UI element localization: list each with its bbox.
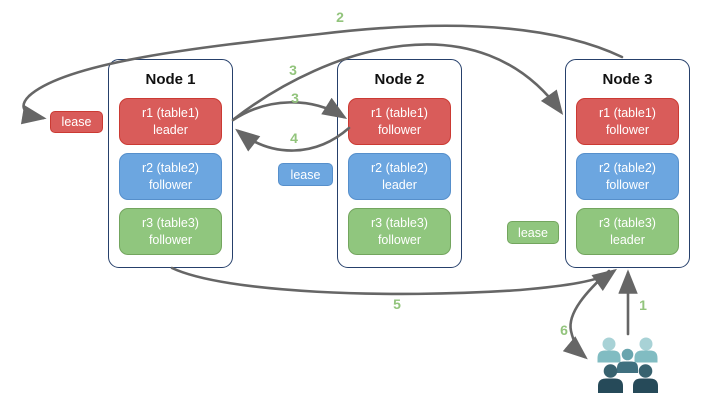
replica-role: follower [377, 122, 422, 137]
arrow-step-3-to-node2 [231, 97, 348, 122]
replica-role: follower [377, 232, 422, 247]
node3-replica-r1: r1 (table1) follower [576, 98, 679, 145]
replica-name: r3 (table3) [371, 216, 428, 231]
replica-name: r2 (table2) [142, 161, 199, 176]
replica-role: follower [148, 177, 193, 192]
replica-name: r1 (table1) [142, 106, 199, 121]
lease-tag-table1: lease [50, 111, 103, 133]
step-label-4: 4 [290, 130, 298, 146]
step-label-5: 5 [393, 296, 401, 312]
users-group-icon [597, 337, 658, 393]
node2-replica-r1: r1 (table1) follower [348, 98, 451, 145]
node-2-title: Node 2 [374, 71, 425, 88]
lease-tag-table3: lease [507, 221, 559, 244]
replica-name: r3 (table3) [142, 216, 199, 231]
replica-role: leader [382, 177, 417, 192]
node2-replica-r3: r3 (table3) follower [348, 208, 451, 255]
replica-name: r1 (table1) [599, 106, 656, 121]
step-label-2: 2 [336, 9, 344, 25]
node-3-title: Node 3 [602, 71, 653, 88]
replica-role: leader [610, 232, 645, 247]
step-label-3a: 3 [289, 62, 297, 78]
replica-role: follower [605, 177, 650, 192]
replica-role: follower [605, 122, 650, 137]
node1-replica-r1: r1 (table1) leader [119, 98, 222, 145]
step-label-6: 6 [560, 322, 568, 338]
node-1-container: Node 1 r1 (table1) leader r2 (table2) fo… [108, 59, 233, 268]
node-3-container: Node 3 r1 (table1) follower r2 (table2) … [565, 59, 690, 268]
node3-replica-r2: r2 (table2) follower [576, 153, 679, 200]
node-1-title: Node 1 [145, 71, 196, 88]
node-2-container: Node 2 r1 (table1) follower r2 (table2) … [337, 59, 462, 268]
replica-name: r2 (table2) [371, 161, 428, 176]
lease-tag-table2: lease [278, 163, 333, 186]
step-label-1: 1 [639, 297, 647, 313]
arrow-step-5 [170, 266, 617, 296]
node1-replica-r2: r2 (table2) follower [119, 153, 222, 200]
replica-name: r2 (table2) [599, 161, 656, 176]
replica-role: follower [148, 232, 193, 247]
replica-name: r3 (table3) [599, 216, 656, 231]
node3-replica-r3: r3 (table3) leader [576, 208, 679, 255]
step-label-3b: 3 [291, 90, 299, 106]
replica-role: leader [153, 122, 188, 137]
replica-name: r1 (table1) [371, 106, 428, 121]
node1-replica-r3: r3 (table3) follower [119, 208, 222, 255]
node2-replica-r2: r2 (table2) leader [348, 153, 451, 200]
